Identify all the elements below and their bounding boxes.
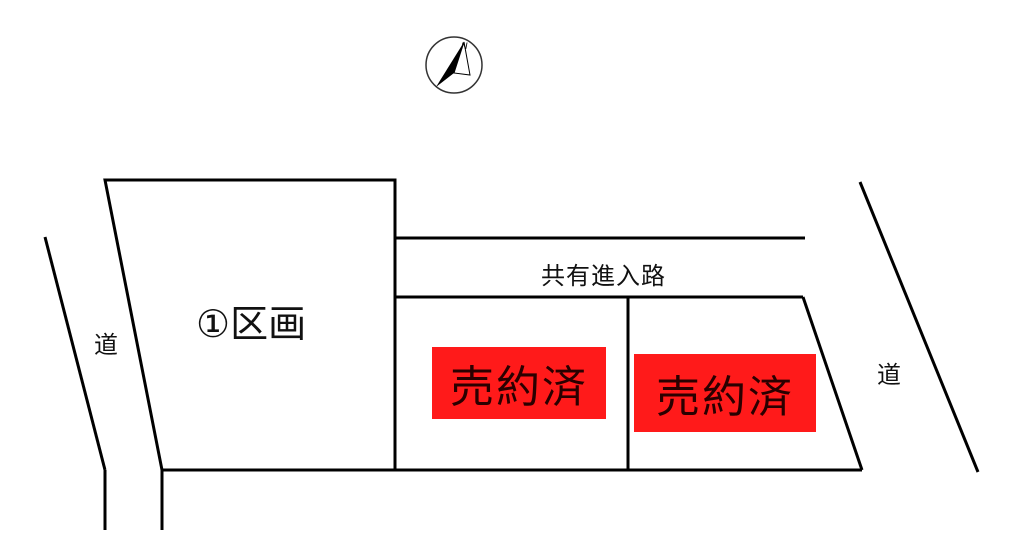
sold-badge-lot-2: 売約済 (432, 347, 606, 419)
right-road-edge (858, 181, 980, 473)
sold-badge-lot-3: 売約済 (634, 354, 816, 432)
lot-1-label: ①区画 (196, 302, 307, 346)
shared-access-road-label: 共有進入路 (541, 262, 666, 290)
left-road-label: 道 (94, 331, 118, 359)
right-road-label: 道 (877, 361, 901, 389)
north-letter: N (461, 42, 468, 52)
left-road-edge (43, 236, 107, 471)
north-arrow-icon: N (424, 35, 484, 95)
lot-1-boundary (103, 178, 397, 530)
lot-3-right-boundary (801, 296, 864, 471)
